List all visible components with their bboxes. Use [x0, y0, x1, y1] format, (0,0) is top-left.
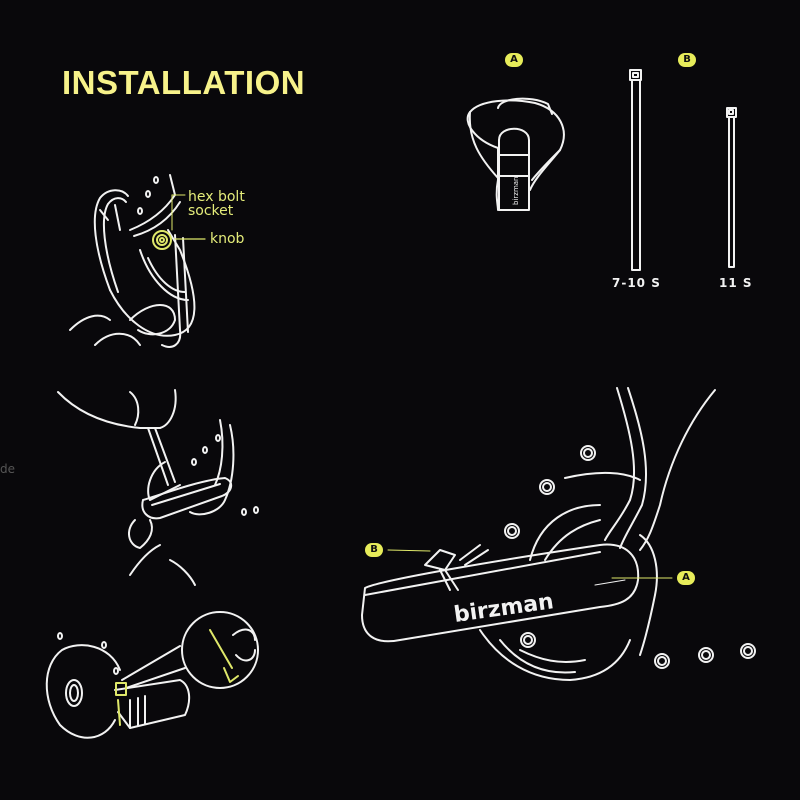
step2-illustration: [57, 389, 259, 586]
main-badge-b: B: [365, 543, 383, 557]
part-a-illustration: [466, 97, 565, 211]
knob-label: knob: [210, 231, 245, 247]
part-b-illustration: [629, 69, 737, 271]
hex-bolt-socket-label-line2: socket: [188, 203, 234, 219]
part-a-badge: A: [505, 53, 523, 67]
part-a-brand-text: birzman: [512, 177, 520, 206]
main-badge-a: A: [677, 571, 695, 585]
step3-illustration: [45, 611, 259, 739]
main-illustration: [361, 387, 756, 681]
step1-illustration: [69, 174, 196, 348]
cropped-edge-text: de: [0, 462, 15, 476]
page-title: INSTALLATION: [62, 64, 306, 101]
hex-bolt-socket-label-line1: hex bolt: [188, 189, 245, 205]
part-b-badge: B: [678, 53, 696, 67]
tie-label-7-10s: 7-10 S: [612, 276, 661, 290]
tie-label-11s: 11 S: [719, 276, 753, 290]
